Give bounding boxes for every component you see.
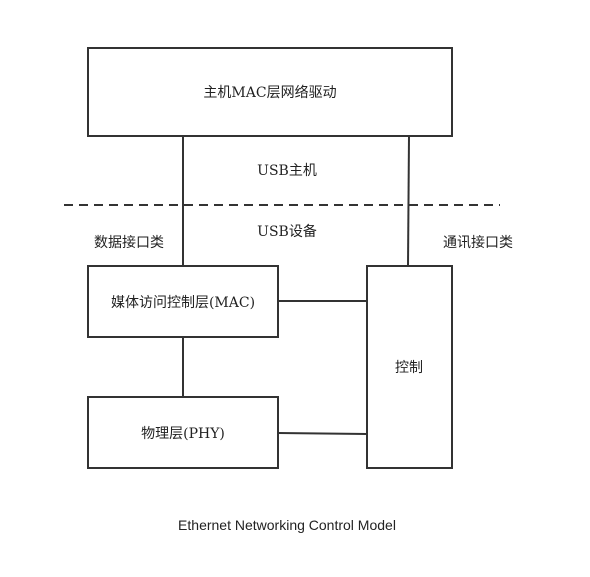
diagram-caption: Ethernet Networking Control Model xyxy=(178,517,396,533)
data-interface-label: 数据接口类 xyxy=(94,235,164,251)
mac-box xyxy=(87,265,279,338)
host-driver-box xyxy=(87,47,453,137)
comm-interface-line xyxy=(407,135,410,267)
comm-interface-label: 通讯接口类 xyxy=(443,235,513,251)
phy-label: 物理层(PHY) xyxy=(141,426,225,442)
usb-host-label: USB主机 xyxy=(257,163,317,179)
control-box xyxy=(366,265,453,469)
phy-control-line xyxy=(277,432,368,435)
control-label: 控制 xyxy=(395,360,423,376)
mac-label: 媒体访问控制层(MAC) xyxy=(110,295,256,311)
usb-device-label: USB设备 xyxy=(257,224,317,240)
host-driver-label: 主机MAC层网络驱动 xyxy=(203,85,337,101)
